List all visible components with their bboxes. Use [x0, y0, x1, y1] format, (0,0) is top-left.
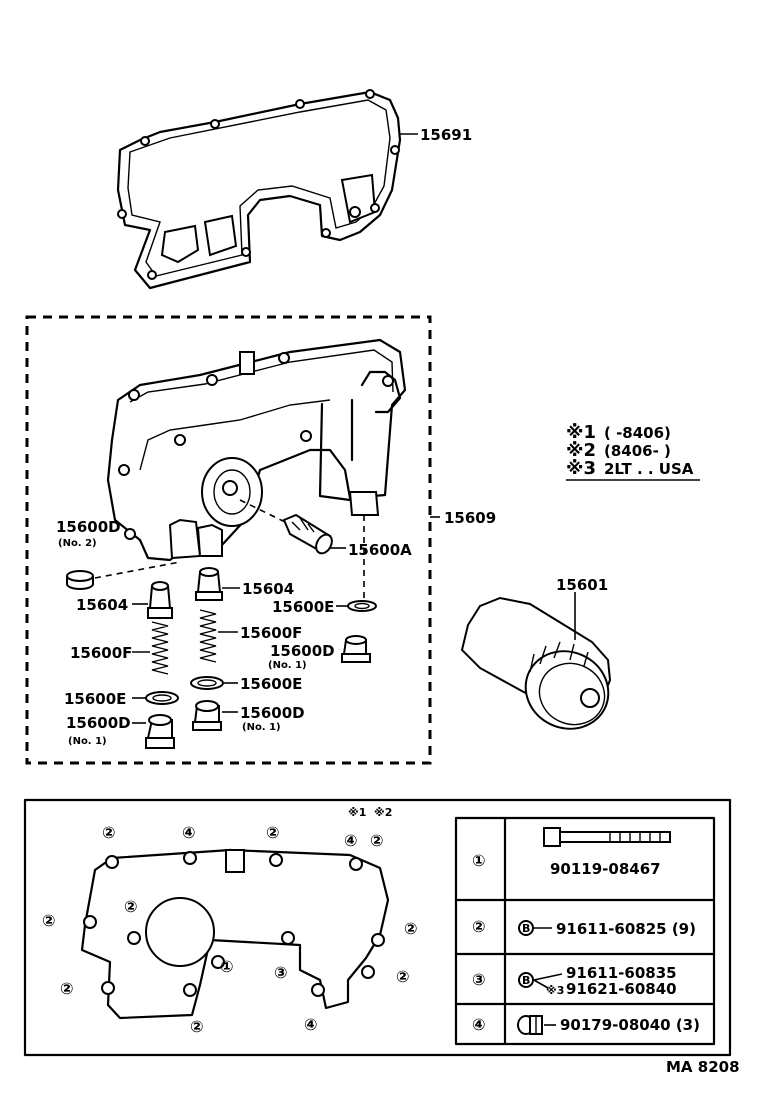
note-3-text: 2LT . . USA: [604, 460, 694, 478]
label-15609: 15609: [444, 509, 496, 527]
relief-valve-15600A: [239, 499, 346, 555]
label-15604-left: 15604: [76, 596, 128, 614]
note-3-mark: ※3: [566, 458, 596, 479]
bolt-b-icon: [518, 920, 534, 936]
table-row-4-part: 90179-08040 (3): [560, 1016, 700, 1034]
label-15691: 15691: [420, 126, 472, 144]
callout-star2: ※2: [374, 806, 392, 819]
callout-2: ②: [60, 979, 74, 998]
table-row-3-star: ※3: [546, 984, 564, 997]
label-15600F-right: 15600F: [240, 624, 302, 642]
callout-3: ③: [274, 963, 288, 982]
label-no1-bl: (No. 1): [68, 736, 107, 747]
table-row-2-part: 91611-60825 (9): [556, 920, 696, 938]
callout-4: ④: [304, 1015, 318, 1034]
label-no2: (No. 2): [58, 538, 97, 549]
gasket-15691: [116, 89, 418, 290]
valve-stack-left: [132, 581, 179, 749]
label-no1-br: (No. 1): [242, 722, 281, 733]
label-no1-mid: (No. 1): [268, 660, 307, 671]
label-15600D-no2: 15600D: [56, 518, 121, 536]
table-row-1-part: 90119-08467: [550, 860, 661, 878]
oil-filter-15601: [460, 592, 612, 730]
label-15600D-bl: 15600D: [66, 714, 131, 732]
table-row-3-part-a: 91611-60835: [566, 964, 677, 982]
callout-2: ②: [42, 911, 56, 930]
callout-1: ①: [220, 957, 234, 976]
layout-callouts: ② ④ ② ※1 ※2 ④ ② ② ② ② ① ③ ② ② ② ④: [42, 806, 418, 1036]
label-15600A: 15600A: [348, 541, 412, 559]
label-15600F-left: 15600F: [70, 644, 132, 662]
table-row-3-prefix: B: [522, 974, 530, 987]
callout-2: ②: [190, 1017, 204, 1036]
label-15600D-br: 15600D: [240, 704, 305, 722]
bolt-parts-table: ① 90119-08467 ② B 91611-60825 (9) ③ B 91…: [454, 816, 716, 1046]
callout-2: ②: [124, 897, 138, 916]
callout-4: ④: [344, 831, 358, 850]
plug-15600D-no2: [66, 561, 181, 590]
assembly-15609-boundary: [25, 315, 432, 765]
bolt-b-icon: [518, 972, 534, 988]
bolt-layout-gasket: [80, 848, 390, 1020]
table-row-3-part-b: 91621-60840: [566, 980, 677, 998]
drain-plug-right: [336, 515, 377, 663]
nut-icon: [517, 1015, 543, 1035]
label-15604-right: 15604: [242, 580, 294, 598]
notes-block: ※1 ( -8406) ※2 (8406- ) ※3 2LT . . USA: [566, 422, 700, 481]
label-15601: 15601: [556, 576, 608, 594]
label-15600E-left: 15600E: [64, 690, 126, 708]
label-15600D-mid: 15600D: [270, 642, 335, 660]
table-row-3-number: ③: [472, 970, 486, 989]
callout-2: ②: [102, 823, 116, 842]
label-15600E-right: 15600E: [240, 675, 302, 693]
callout-2: ②: [396, 967, 410, 986]
callout-2: ②: [370, 831, 384, 850]
callout-star1: ※1: [348, 806, 366, 819]
table-row-1-number: ①: [472, 851, 486, 870]
valve-stack-right: [190, 567, 240, 731]
callout-2: ②: [404, 919, 418, 938]
label-15600E-upper: 15600E: [272, 598, 334, 616]
diagram-code: MA 8208: [666, 1058, 740, 1076]
note-2-text: (8406- ): [604, 442, 671, 460]
note-1-mark: ※1: [566, 422, 596, 443]
bolt-long-icon: [543, 827, 671, 847]
note-2-mark: ※2: [566, 440, 596, 461]
callout-4: ④: [182, 823, 196, 842]
table-row-2-prefix: B: [522, 922, 530, 935]
oil-cooler-body: [106, 338, 407, 562]
bolt-layout-box: [23, 798, 732, 1057]
note-1-text: ( -8406): [604, 424, 671, 442]
table-row-4-number: ④: [472, 1015, 486, 1034]
callout-2: ②: [266, 823, 280, 842]
table-row-2-number: ②: [472, 917, 486, 936]
